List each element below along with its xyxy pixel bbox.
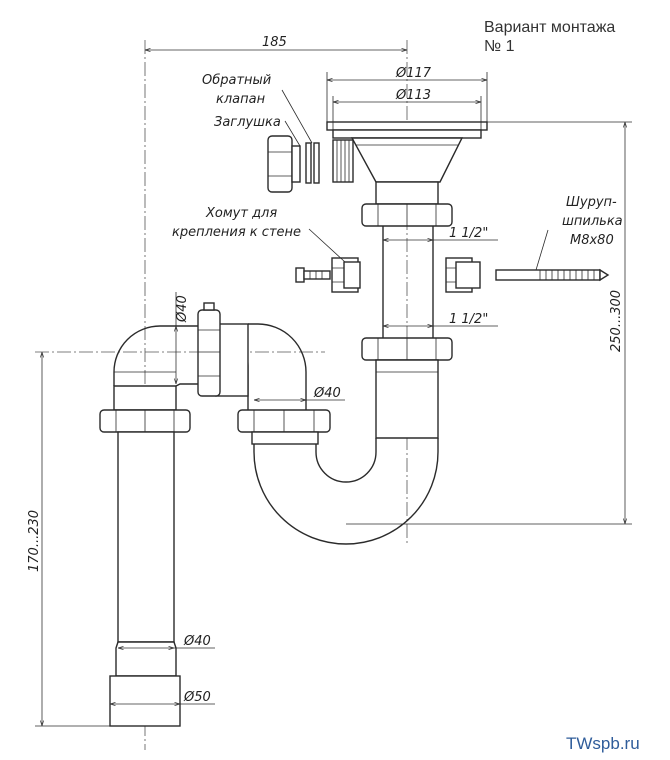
label-check-valve-2: клапан [216,92,266,107]
dim-d40-mid: Ø40 [313,386,341,401]
label-wall-clamp-1: Хомут для [205,206,277,221]
u-trap [253,438,439,545]
dim-d40-bottom: Ø40 [183,634,211,649]
dim-250-300: 250...300 [609,290,624,352]
label-plug: Заглушка [214,115,281,130]
left-elbow [113,325,198,411]
check-valve-gasket [305,142,320,184]
dimension-lines [35,50,632,727]
swivel-coupling [197,302,221,397]
trap-nut [237,409,331,445]
dim-185: 185 [262,35,287,50]
dim-d50: Ø50 [183,690,211,705]
wall-clamp [295,257,361,293]
label-wall-clamp-2: крепления к стене [172,225,301,240]
drain-bowl [326,121,488,205]
clamp-right [445,257,481,293]
label-screw-1: Шуруп- [566,195,617,210]
dim-thread-lower: 1 1/2" [449,312,488,327]
dim-d40-top: Ø40 [175,295,190,323]
dim-170-230: 170...230 [27,510,42,572]
brand-watermark: TWspb.ru [566,734,640,753]
dim-d113: Ø113 [395,88,431,103]
label-screw-3: М8х80 [570,233,614,248]
dim-thread-upper: 1 1/2" [449,226,488,241]
dim-d117: Ø117 [395,66,432,81]
leader-lines [281,89,549,271]
side-outlet-thread [332,139,354,183]
title-line-1: Вариант монтажа [484,19,616,36]
title: Вариант монтажа № 1 [484,18,615,56]
label-check-valve-1: Обратный [202,73,271,88]
label-screw-2: шпилька [562,214,623,229]
screw-stud [495,268,610,282]
outlet-elbow [205,323,307,410]
plug-cap [267,135,301,193]
left-nut [99,409,191,433]
title-line-2: № 1 [484,38,515,55]
drain-pipe [109,431,181,727]
